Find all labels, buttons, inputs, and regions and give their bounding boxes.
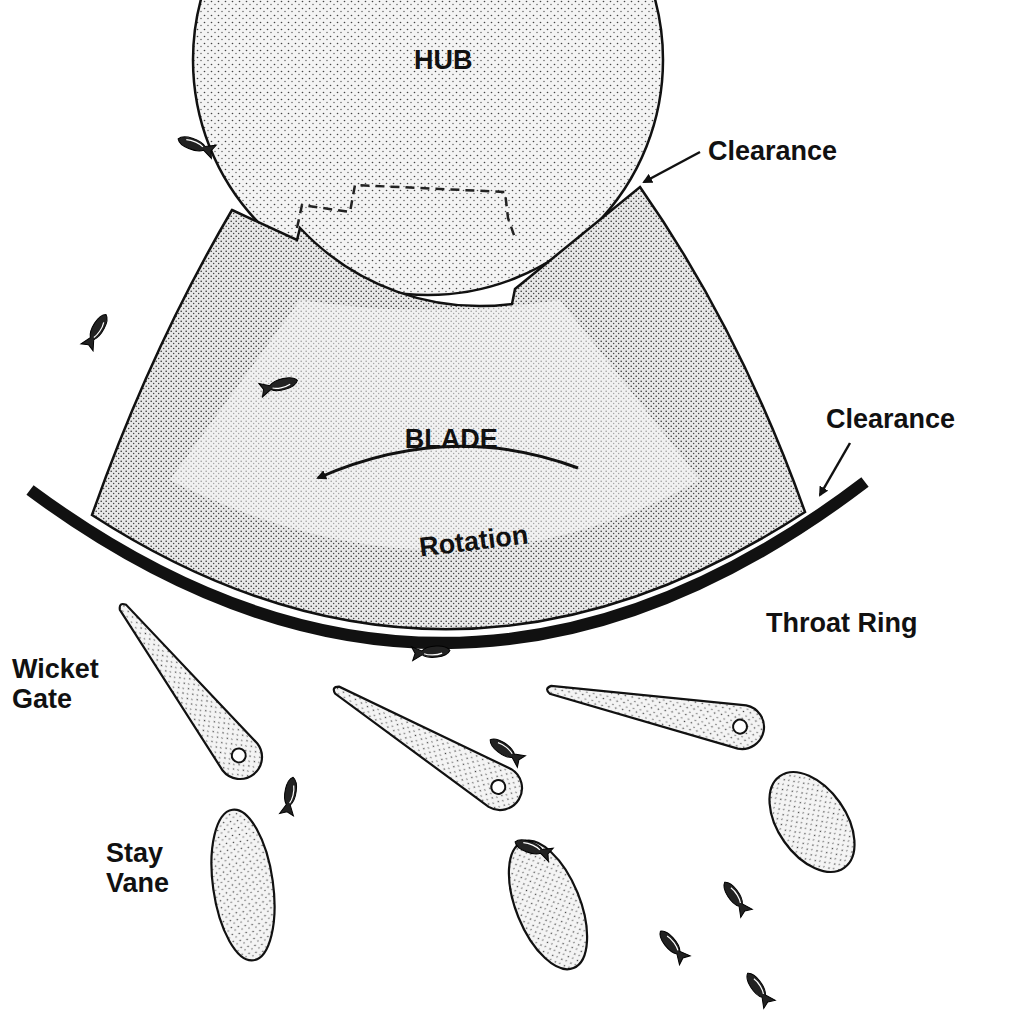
fish [81,132,775,1008]
blade [92,187,805,629]
throat-ring [30,482,865,643]
clearance-label: Clearance [708,136,837,166]
stay-vane [203,757,872,980]
rotation-label: Rotation [418,520,530,563]
blade-label: BLADE [405,425,498,455]
throat-ring-label: Throat Ring [766,608,917,638]
stay-vane-label: Stay Vane [106,838,186,898]
wicket-gate-label: Wicket Gate [12,654,112,714]
leader-line [644,152,700,182]
leader-line [820,443,850,495]
hub-node: HUB [408,44,479,78]
wicket-gate [104,591,768,818]
blade-face [170,300,700,550]
blade-trunnion [297,185,515,238]
clearance-label: Clearance [826,404,955,434]
blade-node: BLADERotation [368,423,534,558]
hub-label: HUB [414,46,473,76]
